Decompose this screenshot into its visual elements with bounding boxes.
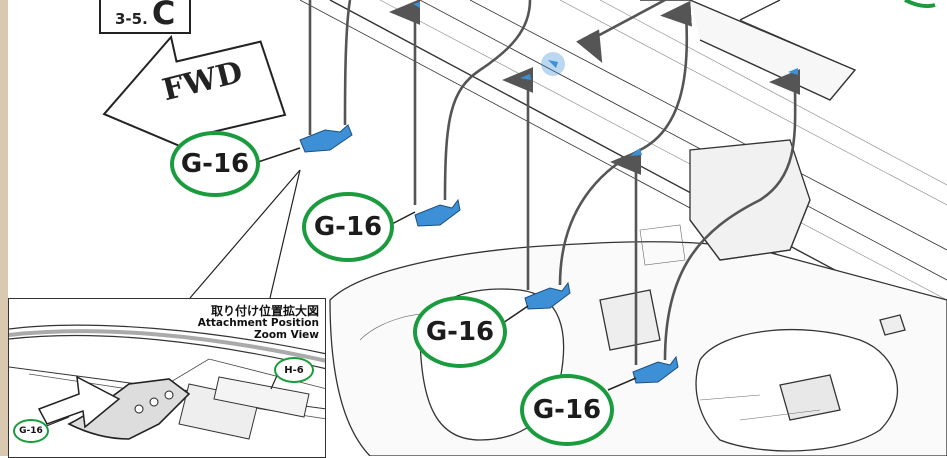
- zoom-title-en-1: Attachment Position: [197, 317, 319, 329]
- part-callout-g16-zoom: G-16: [13, 419, 49, 443]
- zoom-title: 取り付け位置拡大図 Attachment Position Zoom View: [198, 305, 319, 341]
- zoom-view: 取り付け位置拡大図 Attachment Position Zoom View …: [8, 298, 326, 458]
- zoom-title-en-2: Zoom View: [254, 329, 319, 341]
- page-edge: [0, 0, 8, 456]
- panel-edge: [739, 0, 781, 21]
- step-label: 3-5. C: [99, 0, 191, 34]
- part-callout-g16: G-16: [302, 192, 394, 262]
- step-letter: C: [151, 0, 176, 32]
- fuselage: [329, 139, 947, 456]
- zoom-title-jp: 取り付け位置拡大図: [210, 304, 319, 318]
- part-callout-g16: G-16: [413, 296, 507, 368]
- partial-callout: [904, 0, 936, 9]
- attachment-points: [413, 2, 798, 156]
- part-callout-h6: H-6: [274, 357, 314, 383]
- assembly-arrows: [308, 0, 801, 365]
- step-number: 3-5.: [115, 10, 148, 28]
- zoom-leaders: [189, 169, 301, 299]
- g16-parts: [299, 124, 679, 384]
- part-callout-g16: G-16: [520, 374, 614, 446]
- part-callout-g16: G-16: [170, 131, 260, 197]
- zoom-line-art: [9, 324, 325, 440]
